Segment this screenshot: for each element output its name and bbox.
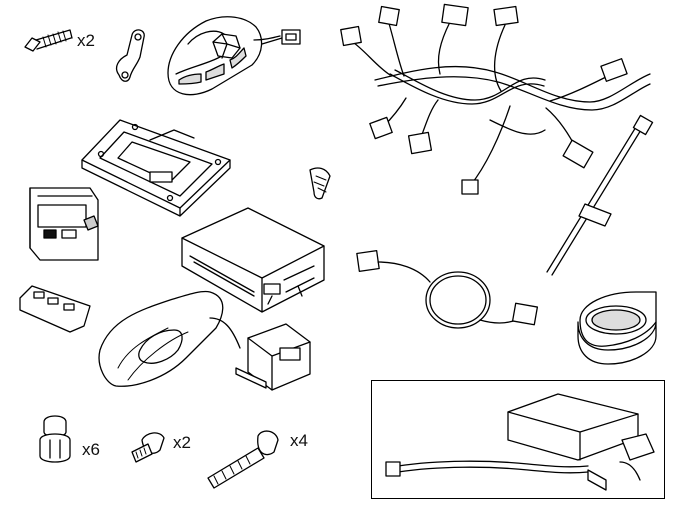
connector-block-part — [235, 323, 311, 391]
cable-tie-part — [546, 114, 654, 276]
bracket-part — [115, 29, 145, 82]
small-screw-part — [131, 432, 165, 463]
mounting-frame-part — [81, 119, 231, 217]
clip-part — [309, 167, 331, 200]
screw-part — [24, 29, 73, 52]
control-unit-part — [167, 16, 301, 96]
key-fob-part — [19, 285, 91, 333]
small-screw-quantity-label: x2 — [173, 433, 191, 452]
screw-quantity-label: x2 — [77, 31, 95, 50]
nut-part — [39, 415, 71, 463]
ecu-box-part — [181, 207, 325, 313]
inset-frame — [371, 380, 665, 499]
wiring-harness-part — [340, 3, 651, 195]
fob-holder-part — [98, 290, 241, 387]
socket-module-part — [29, 187, 99, 261]
long-bolt-quantity-label: x4 — [290, 431, 308, 450]
inset-module-part — [385, 393, 655, 491]
tape-roll-part — [577, 291, 657, 365]
nut-quantity-label: x6 — [82, 440, 100, 459]
loop-cable-part — [356, 250, 539, 329]
long-bolt-part — [207, 430, 279, 489]
